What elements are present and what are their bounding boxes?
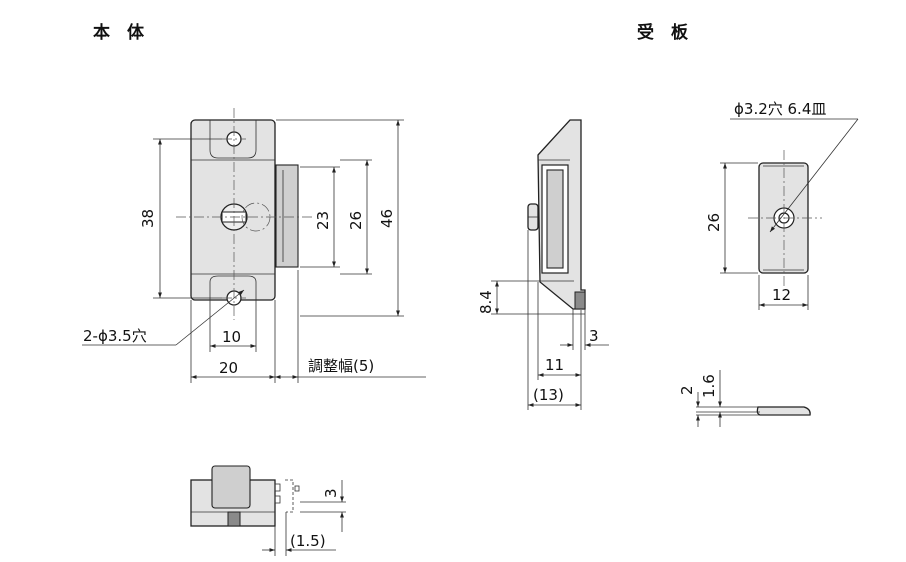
dim-3-side: 3 [589,327,599,345]
body-bottom-view: 3 (1.5) [190,465,346,556]
body-side-view: 8.4 3 11 (13) [477,119,609,410]
hole-note: 2-ϕ3.5穴 [83,327,147,345]
plate-side-view: 2 1.6 [678,370,811,427]
adjust-range: 調整幅(5) [308,357,374,375]
slider-plate [275,164,299,268]
dim-11: 11 [545,356,564,374]
dim-46: 46 [378,209,396,228]
plate-dim-12: 12 [772,286,791,304]
dim-23: 23 [314,211,332,230]
bottom-dim-3: 3 [322,488,340,498]
title-body: 本 体 [93,22,145,43]
title-plate: 受 板 [637,22,689,43]
plate-dim-1-6: 1.6 [700,374,718,398]
plate-dim-2: 2 [678,385,696,395]
bottom-dim-1-5: (1.5) [290,532,326,550]
dim-13: (13) [533,386,564,404]
plate-hole-note: ϕ3.2穴 6.4皿 [734,100,826,118]
dim-8-4: 8.4 [477,290,495,314]
dim-10: 10 [222,328,241,346]
dim-20: 20 [219,359,238,377]
plate-side [756,406,811,416]
dim-26: 26 [347,211,365,230]
plate-front-view: ϕ3.2穴 6.4皿 26 12 [705,100,859,310]
body-front-view: 38 23 26 46 2-ϕ3.5穴 10 20 調整幅( [82,108,426,383]
plate-dim-26: 26 [705,213,723,232]
dim-38: 38 [139,209,157,228]
